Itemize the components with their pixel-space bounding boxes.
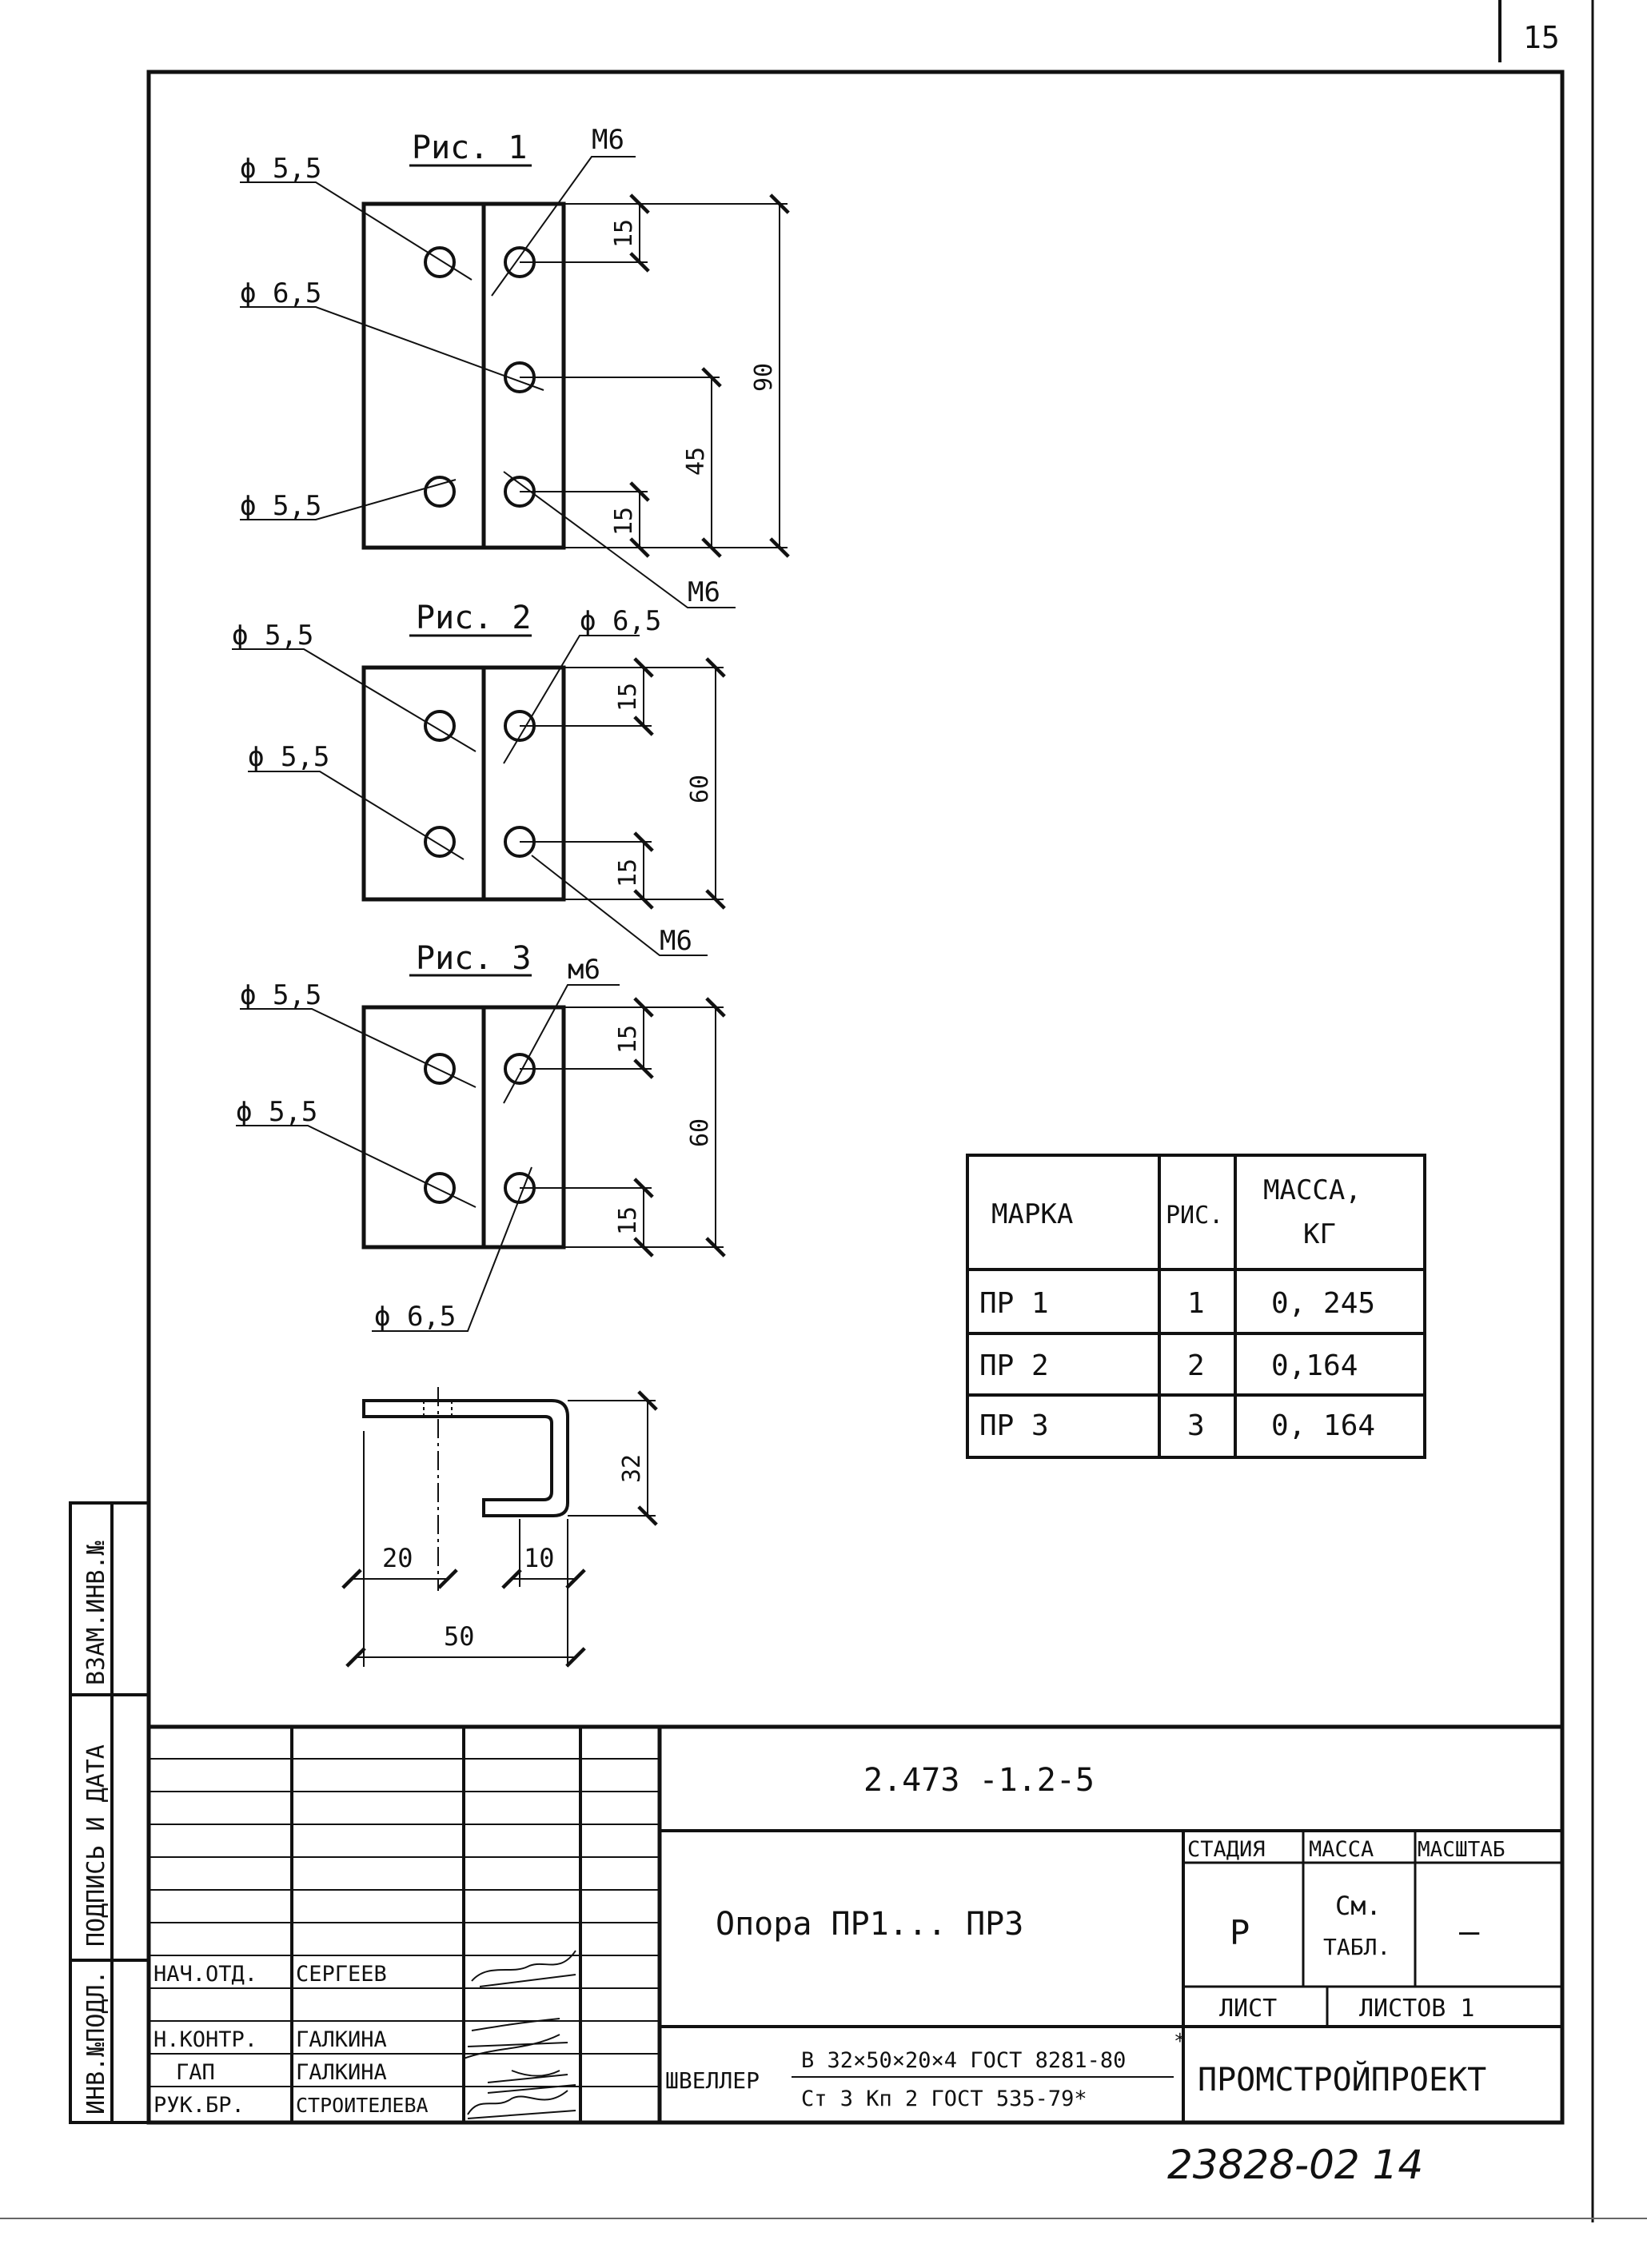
svg-text:ϕ 5,5: ϕ 5,5 <box>240 153 321 185</box>
drawing-title: Опора ПР1... ПР3 <box>716 1906 1023 1943</box>
svg-text:15: 15 <box>610 219 638 248</box>
svg-text:ϕ 5,5: ϕ 5,5 <box>240 979 321 1011</box>
table-row: ПР 1 <box>979 1287 1049 1320</box>
svg-text:Рис. 1: Рис. 1 <box>412 130 528 166</box>
frame <box>0 70 1647 2219</box>
svg-text:ИНВ.№ПОДЛ.: ИНВ.№ПОДЛ. <box>82 1970 110 2115</box>
svg-text:15: 15 <box>614 1025 642 1054</box>
sheet-number-box: 15 <box>1498 0 1594 2222</box>
svg-text:Ст 3 Кп 2 ГОСТ 535-79*: Ст 3 Кп 2 ГОСТ 535-79* <box>801 2087 1087 2111</box>
svg-text:МАСШТАБ: МАСШТАБ <box>1418 1838 1505 1862</box>
svg-text:0, 164: 0, 164 <box>1271 1409 1375 1442</box>
svg-text:НАЧ.ОТД.: НАЧ.ОТД. <box>154 1962 257 1987</box>
svg-text:Н.КОНТР.: Н.КОНТР. <box>154 2027 257 2052</box>
svg-text:45: 45 <box>682 447 710 476</box>
svg-text:ГАП: ГАП <box>176 2060 215 2085</box>
figure-3 <box>236 974 726 1332</box>
svg-text:15: 15 <box>614 1206 642 1235</box>
svg-text:ЛИСТ: ЛИСТ <box>1219 1995 1277 2023</box>
channel-section-labels: 32 20 10 50 <box>382 1454 646 1652</box>
svg-text:м6: м6 <box>568 954 600 986</box>
svg-text:КГ: КГ <box>1303 1218 1336 1250</box>
mass-table-text: МАРКА РИС. МАССА, КГ ПР 1 1 0, 245 ПР 2 … <box>979 1174 1375 1442</box>
svg-text:0,164: 0,164 <box>1271 1349 1358 1382</box>
svg-text:В 32×50×20×4 ГОСТ 8281-80: В 32×50×20×4 ГОСТ 8281-80 <box>801 2048 1126 2073</box>
svg-text:ϕ 5,5: ϕ 5,5 <box>232 620 313 652</box>
figure-1-labels: Рис. 1 ϕ 5,5 ϕ 6,5 ϕ 5,5 М6 М6 15 45 15 … <box>240 124 778 608</box>
table-header-fig: РИС. <box>1166 1202 1223 1230</box>
svg-text:2: 2 <box>1187 1349 1205 1382</box>
svg-text:15: 15 <box>614 859 642 887</box>
svg-text:М6: М6 <box>592 124 624 156</box>
svg-text:ГАЛКИНА: ГАЛКИНА <box>296 2060 387 2085</box>
svg-text:Рис. 3: Рис. 3 <box>416 940 532 977</box>
archive-number: 23828-02 14 <box>1167 2142 1423 2188</box>
table-row: ПР 3 <box>979 1409 1049 1442</box>
svg-text:ПОДПИСЬ И ДАТА: ПОДПИСЬ И ДАТА <box>82 1744 110 1947</box>
table-header-mass: МАССА, <box>1263 1174 1362 1206</box>
svg-text:60: 60 <box>686 775 714 803</box>
svg-text:15: 15 <box>610 507 638 536</box>
svg-text:СТРОИТЕЛЕВА: СТРОИТЕЛЕВА <box>296 2094 429 2117</box>
figure-2-labels: Рис. 2 ϕ 5,5 ϕ 5,5 ϕ 6,5 М6 15 15 60 <box>232 600 714 957</box>
table-row: ПР 2 <box>979 1349 1049 1382</box>
signatures <box>463 1950 576 2119</box>
figure-2 <box>232 634 726 956</box>
svg-text:10: 10 <box>524 1543 555 1573</box>
svg-text:3: 3 <box>1187 1409 1205 1442</box>
mass-table <box>966 1154 1426 1459</box>
svg-text:ЛИСТОВ 1: ЛИСТОВ 1 <box>1359 1995 1475 2023</box>
svg-text:РУК.БР.: РУК.БР. <box>154 2093 245 2118</box>
side-stamp-text: ВЗАМ.ИНВ.№ ПОДПИСЬ И ДАТА ИНВ.№ПОДЛ. <box>82 1541 110 2115</box>
side-stamp <box>69 1501 150 2124</box>
svg-text:*: * <box>1174 2030 1186 2054</box>
table-header-mark: МАРКА <box>991 1198 1073 1230</box>
svg-text:М6: М6 <box>660 925 692 957</box>
organization-name: ПРОМСТРОЙПРОЕКТ <box>1198 2060 1486 2099</box>
svg-text:Рис. 2: Рис. 2 <box>416 600 532 636</box>
svg-text:ϕ 5,5: ϕ 5,5 <box>240 490 321 522</box>
svg-text:МАССА: МАССА <box>1309 1837 1374 1862</box>
title-block <box>149 1724 1562 2123</box>
svg-text:ШВЕЛЛЕР: ШВЕЛЛЕР <box>665 2067 760 2094</box>
svg-text:М6: М6 <box>688 576 720 608</box>
svg-text:—: — <box>1459 1911 1480 1951</box>
svg-text:СЕРГЕЕВ: СЕРГЕЕВ <box>296 1962 387 1987</box>
svg-text:ϕ 5,5: ϕ 5,5 <box>248 741 329 773</box>
figure-3-labels: Рис. 3 ϕ 5,5 ϕ 5,5 м6 ϕ 6,5 15 15 60 <box>236 940 714 1333</box>
svg-text:См.: См. <box>1335 1891 1382 1921</box>
sheet-number: 15 <box>1523 20 1560 55</box>
svg-text:20: 20 <box>382 1543 413 1573</box>
svg-text:Р: Р <box>1230 1913 1250 1952</box>
svg-text:60: 60 <box>686 1118 714 1147</box>
svg-text:ВЗАМ.ИНВ.№: ВЗАМ.ИНВ.№ <box>82 1541 110 1685</box>
figure-1 <box>240 156 790 608</box>
svg-text:ϕ 5,5: ϕ 5,5 <box>236 1096 317 1128</box>
svg-text:0, 245: 0, 245 <box>1271 1287 1375 1320</box>
document-code: 2.473 -1.2-5 <box>863 1762 1095 1799</box>
svg-text:ϕ 6,5: ϕ 6,5 <box>580 605 661 637</box>
svg-text:ТАБЛ.: ТАБЛ. <box>1323 1934 1390 1960</box>
svg-text:1: 1 <box>1187 1287 1205 1320</box>
svg-text:СТАДИЯ: СТАДИЯ <box>1187 1837 1266 1862</box>
svg-text:ϕ 6,5: ϕ 6,5 <box>240 277 321 309</box>
svg-text:90: 90 <box>750 363 778 392</box>
svg-text:32: 32 <box>618 1454 646 1483</box>
channel-section <box>341 1387 658 1668</box>
svg-text:50: 50 <box>444 1621 475 1652</box>
svg-text:ГАЛКИНА: ГАЛКИНА <box>296 2027 387 2052</box>
title-block-text: 2.473 -1.2-5 Опора ПР1... ПР3 СТАДИЯ МАС… <box>154 1762 1505 2118</box>
svg-text:ϕ 6,5: ϕ 6,5 <box>374 1301 456 1333</box>
svg-text:15: 15 <box>614 683 642 711</box>
